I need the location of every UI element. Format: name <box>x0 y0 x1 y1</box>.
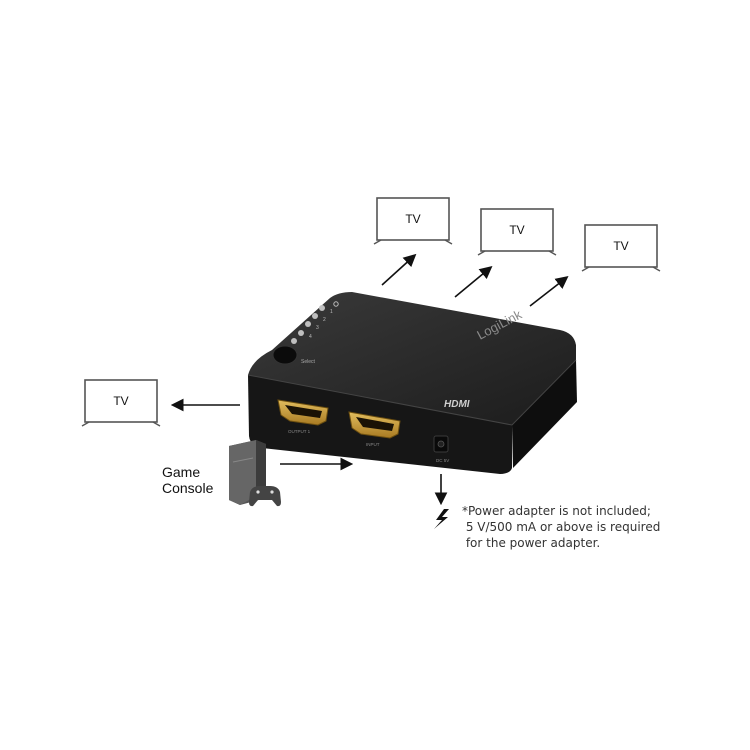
power-adapter-note: *Power adapter is not included; 5 V/500 … <box>462 504 661 550</box>
tv-label: TV <box>509 223 524 237</box>
arrow-to-tv-top-middle <box>454 265 493 298</box>
hdmi-logo: HDMI <box>444 399 470 410</box>
select-button: Select <box>272 345 316 365</box>
select-button-label: Select <box>301 359 316 365</box>
tv-left: TV <box>81 379 161 427</box>
led-number-2: 2 <box>323 317 326 323</box>
power-jack-label: DC 5V <box>436 458 449 463</box>
status-leds: 1 2 3 4 <box>291 301 339 344</box>
led-number-1: 1 <box>330 309 333 315</box>
input-port-label: INPUT <box>366 442 380 447</box>
hdmi-input-port: INPUT <box>348 411 401 447</box>
arrow-to-tv-top-left <box>381 253 417 286</box>
tv-top-left: TV <box>373 197 453 245</box>
game-console-icon <box>229 440 281 507</box>
tv-top-middle: TV <box>477 208 557 256</box>
game-console-label: Game Console <box>162 464 213 496</box>
lightning-icon <box>434 509 449 529</box>
arrow-to-tv-top-right <box>529 276 569 307</box>
led-number-3: 3 <box>316 325 319 331</box>
tv-label: TV <box>405 212 420 226</box>
led-number-4: 4 <box>309 334 312 340</box>
tv-label: TV <box>613 239 628 253</box>
power-jack: DC 5V <box>433 435 449 463</box>
hdmi-output-port: OUTPUT 1 <box>277 399 329 434</box>
output-port-label: OUTPUT 1 <box>288 429 311 434</box>
hdmi-splitter-device: 1 2 3 4 Select LogiLink HDMI OUTPUT 1 IN… <box>247 292 577 474</box>
game-console-label-line2: Console <box>162 480 214 496</box>
game-console-label-line1: Game <box>162 464 201 480</box>
tv-top-right: TV <box>581 224 661 272</box>
tv-label: TV <box>113 394 128 408</box>
